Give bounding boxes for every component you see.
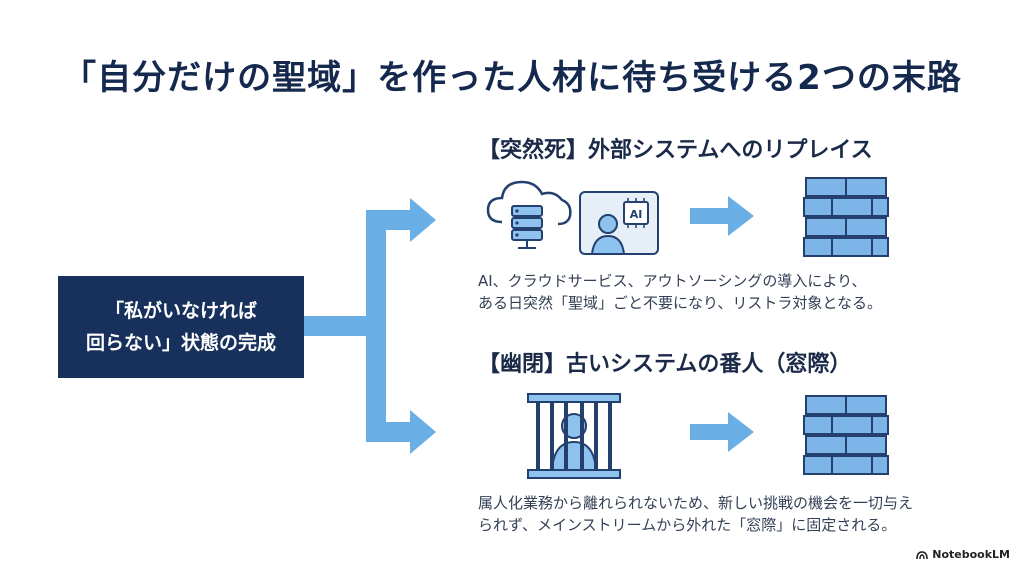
top-caption-line-2: ある日突然「聖域」ごと不要になり、リストラ対象となる。 <box>478 294 882 312</box>
connector-top-arrowhead <box>410 198 436 242</box>
connector-bottom-arrowhead <box>410 410 436 454</box>
page-title: 「自分だけの聖域」を作った人材に待ち受ける2つの末路 <box>62 58 962 98</box>
arrow-right-icon <box>690 412 754 452</box>
origin-state-box: 「私がいなければ 回らない」状態の完成 <box>58 276 304 378</box>
notebooklm-logo-icon <box>916 550 929 559</box>
ai-person-icon: AI <box>579 191 659 255</box>
wall-icon <box>803 395 889 475</box>
arrow-right-icon <box>690 196 754 236</box>
origin-line-1: 「私がいなければ <box>104 300 257 322</box>
bottom-path-heading: 【幽閉】古いシステムの番人（窓際） <box>478 352 852 377</box>
wall-icon <box>803 177 889 257</box>
origin-line-2: 回らない」状態の完成 <box>85 332 276 354</box>
bottom-caption-line-2: られず、メインストリームから外れた「窓際」に固定される。 <box>478 516 897 534</box>
bottom-path-caption: 属人化業務から離れられないため、新しい挑戦の機会を一切与え られず、メインストリ… <box>478 492 913 536</box>
top-path-caption: AI、クラウドサービス、アウトソーシングの導入により、 ある日突然「聖域」ごと不… <box>478 270 882 314</box>
jail-icon <box>527 393 621 479</box>
ai-chip-label: AI <box>630 208 643 221</box>
connector-bottom-shaft <box>366 422 416 442</box>
bottom-caption-line-1: 属人化業務から離れられないため、新しい挑戦の機会を一切与え <box>478 494 914 512</box>
connector-top-shaft <box>366 210 416 230</box>
brand-name: NotebookLM <box>932 548 1010 561</box>
connector-stem <box>304 316 366 336</box>
brand-footer: NotebookLM <box>916 548 1010 561</box>
cloud-server-icon <box>486 180 572 249</box>
top-caption-line-1: AI、クラウドサービス、アウトソーシングの導入により、 <box>478 272 867 290</box>
top-path-heading: 【突然死】外部システムへのリプレイス <box>478 138 873 163</box>
connector-vertical <box>366 210 386 442</box>
